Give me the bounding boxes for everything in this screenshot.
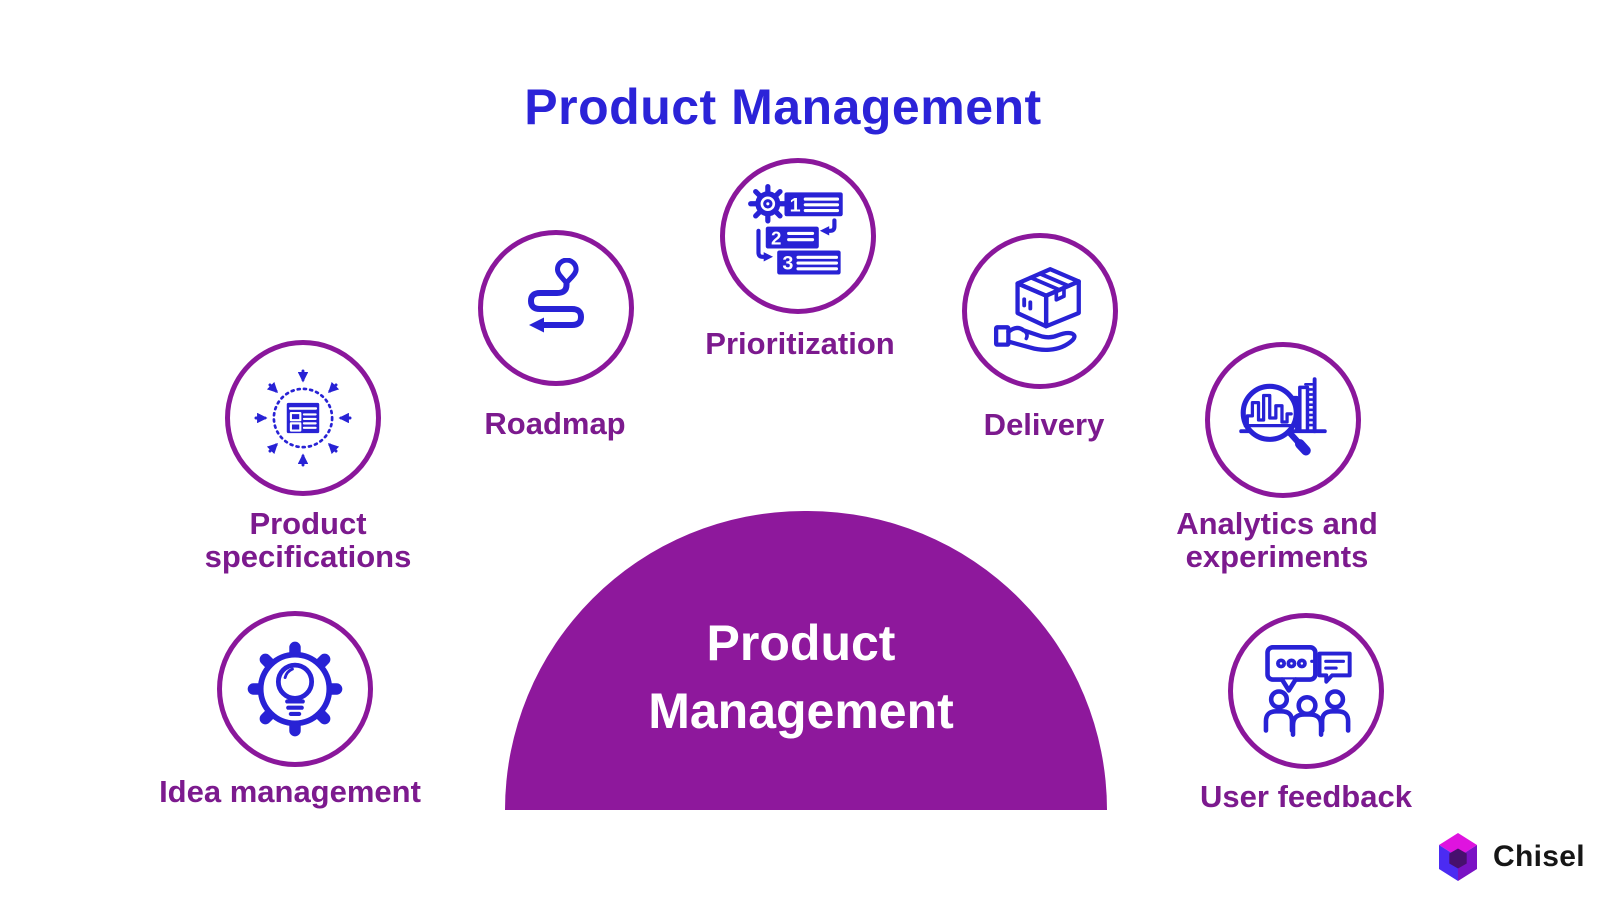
node-prioritization-label: Prioritization xyxy=(705,326,895,361)
node-roadmap-label: Roadmap xyxy=(484,406,626,441)
node-product-specifications-label: Product specifications xyxy=(204,506,412,574)
chisel-hexagon-icon xyxy=(1439,833,1477,881)
node-delivery xyxy=(962,233,1118,389)
node-user-feedback xyxy=(1228,613,1384,769)
page-title: Product Management xyxy=(524,79,1042,135)
node-idea-management-label: Idea management xyxy=(159,774,421,809)
winding-route-pin-icon xyxy=(528,258,584,333)
chisel-wordmark: Chisel xyxy=(1493,840,1585,873)
speech-bubbles-people-icon xyxy=(1263,645,1352,737)
node-user-feedback-label: User feedback xyxy=(1200,779,1412,814)
center-title: Product Management xyxy=(648,615,954,739)
node-analytics-label: Analytics and experiments xyxy=(1176,506,1378,574)
lightbulb-gear-icon xyxy=(247,641,343,737)
package-on-hand-icon xyxy=(993,267,1081,352)
converging-arrows-document-icon xyxy=(254,369,352,467)
node-roadmap xyxy=(478,230,634,386)
node-analytics xyxy=(1205,342,1361,498)
node-idea-management xyxy=(217,611,373,767)
node-prioritization: 1 2 3 xyxy=(720,158,876,314)
svg-text:1: 1 xyxy=(790,195,801,217)
magnifier-bar-chart-icon xyxy=(1239,377,1327,456)
svg-text:2: 2 xyxy=(771,227,781,248)
svg-text:3: 3 xyxy=(782,252,793,274)
numbered-priority-list-gear-icon: 1 2 3 xyxy=(748,184,843,275)
node-product-specifications xyxy=(225,340,381,496)
node-delivery-label: Delivery xyxy=(983,407,1105,442)
chisel-logo: Chisel xyxy=(1436,832,1585,882)
